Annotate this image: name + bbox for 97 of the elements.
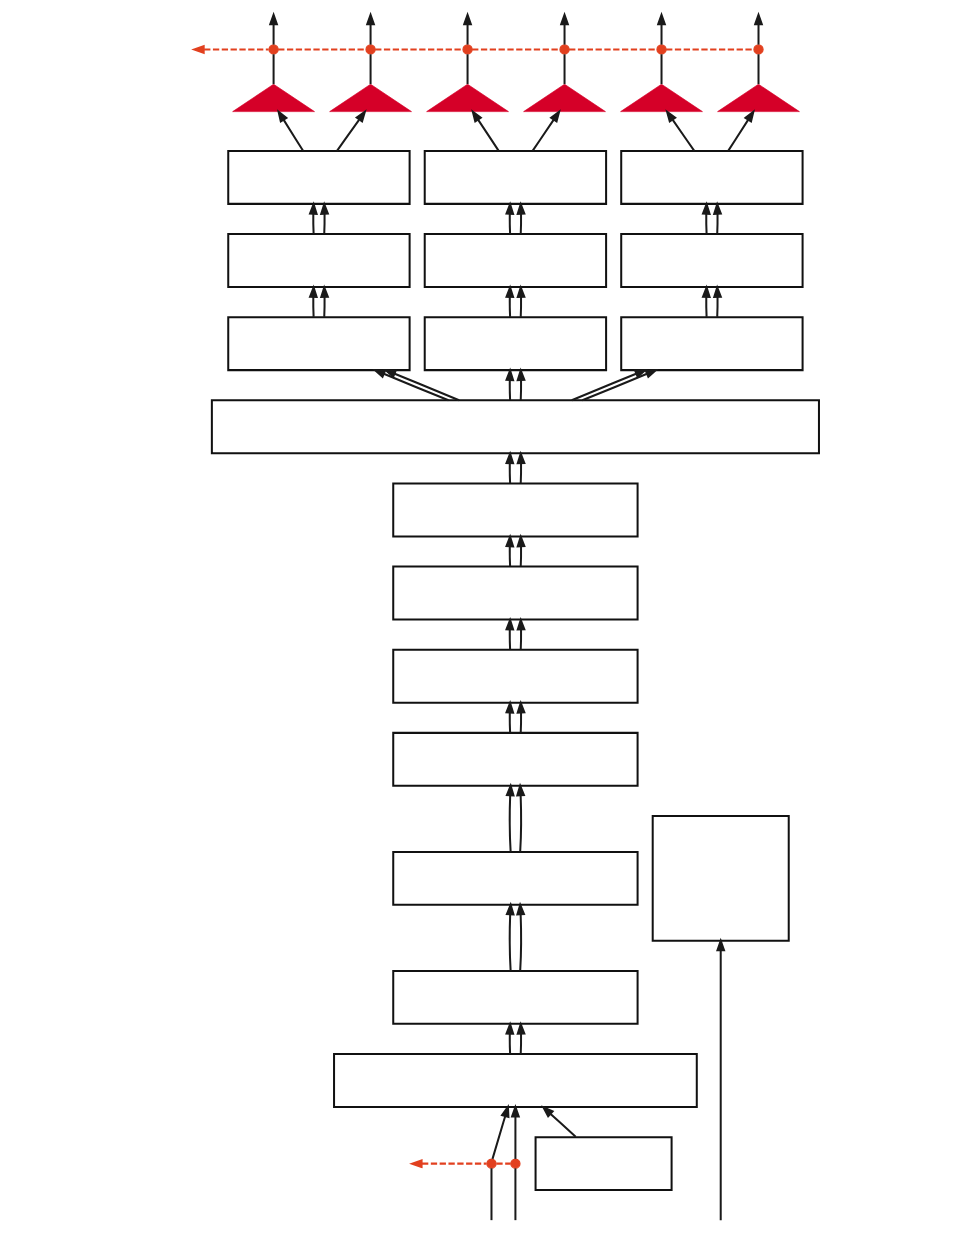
arrow — [656, 11, 667, 45]
node-box — [392, 969, 639, 1025]
connector — [757, 54, 760, 85]
arrow — [505, 616, 515, 650]
node-box — [392, 648, 639, 704]
node-box — [227, 316, 411, 372]
node-box — [392, 850, 639, 906]
arrow — [701, 201, 711, 234]
arrow — [516, 201, 526, 234]
arrow — [319, 201, 330, 234]
arrow — [491, 1104, 510, 1160]
connector — [375, 48, 463, 51]
connector — [466, 54, 469, 85]
arrow — [382, 369, 460, 402]
arrow — [665, 109, 696, 152]
node-box — [392, 731, 639, 787]
node-triangle — [523, 83, 606, 112]
arrow — [531, 109, 561, 152]
arrow — [365, 11, 376, 45]
node-box — [423, 233, 608, 288]
arrow — [541, 1105, 577, 1138]
arrow — [336, 109, 367, 152]
arrow — [276, 109, 304, 152]
connector — [496, 1162, 511, 1165]
arrow — [516, 284, 526, 317]
node-dot — [510, 1158, 521, 1169]
connector — [514, 1168, 517, 1221]
arrow — [505, 782, 515, 852]
node-box — [227, 233, 411, 288]
connector — [278, 48, 366, 51]
arrow — [515, 782, 526, 852]
connector — [563, 54, 566, 85]
arrow — [510, 1103, 521, 1159]
arrow — [516, 533, 526, 567]
arrow — [712, 201, 723, 234]
node-triangle — [620, 83, 703, 112]
node-box — [392, 482, 639, 538]
node-triangle — [232, 83, 315, 112]
arrow — [581, 368, 659, 402]
arrow — [505, 533, 515, 567]
arrow — [462, 11, 473, 45]
arrow — [516, 450, 526, 484]
node-box — [620, 149, 804, 205]
node-box — [227, 149, 411, 205]
connector — [569, 48, 657, 51]
arrow — [516, 367, 526, 401]
arrow — [505, 700, 515, 733]
arrow — [308, 284, 318, 317]
arrow — [505, 1021, 515, 1054]
node-box — [620, 316, 804, 372]
arrow — [753, 11, 764, 45]
arrow — [505, 367, 515, 401]
node-box — [423, 316, 608, 372]
node-box — [210, 399, 820, 455]
arrow — [505, 901, 515, 971]
node-box — [534, 1136, 673, 1192]
node-box — [333, 1053, 698, 1108]
arrow — [571, 369, 649, 402]
connector — [472, 48, 560, 51]
node-box — [620, 233, 804, 288]
connector — [666, 48, 754, 51]
arrow — [319, 284, 330, 317]
arrow — [471, 109, 500, 152]
node-dot — [486, 1158, 497, 1169]
arrow — [409, 1158, 487, 1169]
arrow — [701, 284, 711, 317]
node-dot — [365, 44, 376, 55]
node-dot — [753, 44, 764, 55]
node-box — [651, 815, 790, 942]
connector — [272, 54, 275, 85]
connector — [660, 54, 663, 85]
node-triangle — [329, 83, 412, 112]
node-box — [423, 149, 608, 205]
arrow — [516, 1021, 526, 1054]
arrow — [505, 284, 515, 317]
node-dot — [559, 44, 570, 55]
arrow — [516, 700, 526, 733]
connector — [490, 1168, 493, 1221]
node-box — [392, 565, 639, 621]
node-triangle — [717, 83, 800, 112]
node-dot — [656, 44, 667, 55]
arrow — [191, 44, 269, 55]
connector — [369, 54, 372, 85]
arrow — [505, 201, 515, 234]
arrow — [559, 11, 570, 45]
node-triangle — [426, 83, 509, 112]
arrow — [515, 901, 526, 971]
arrow — [505, 450, 515, 484]
arrow — [727, 109, 755, 152]
arrow — [308, 201, 318, 234]
arrow — [516, 616, 526, 650]
node-dot — [268, 44, 279, 55]
node-dot — [462, 44, 473, 55]
arrow — [268, 11, 279, 45]
arrow — [712, 284, 723, 317]
arrow — [372, 368, 449, 402]
arrow — [716, 937, 726, 1221]
